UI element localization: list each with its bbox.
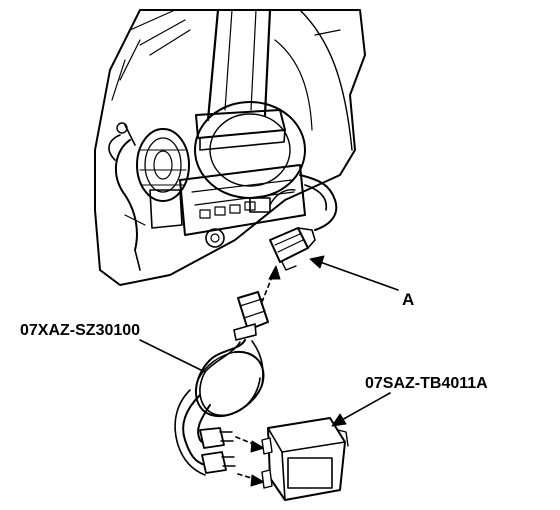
mating-arrows-lower	[235, 436, 265, 487]
label-tester-part-number: 07SAZ-TB4011A	[365, 375, 488, 392]
test-harness	[174, 291, 269, 476]
pointer-a	[309, 255, 399, 291]
pointer-tester	[331, 392, 391, 427]
mating-arrow-upper	[261, 265, 281, 303]
tester-box	[261, 417, 349, 501]
label-part-a: A	[402, 290, 414, 309]
label-harness-part-number: 07XAZ-SZ30100	[20, 322, 140, 339]
steering-column-assembly	[94, 8, 366, 286]
connector-a	[269, 227, 316, 271]
pointer-harness	[139, 339, 206, 373]
